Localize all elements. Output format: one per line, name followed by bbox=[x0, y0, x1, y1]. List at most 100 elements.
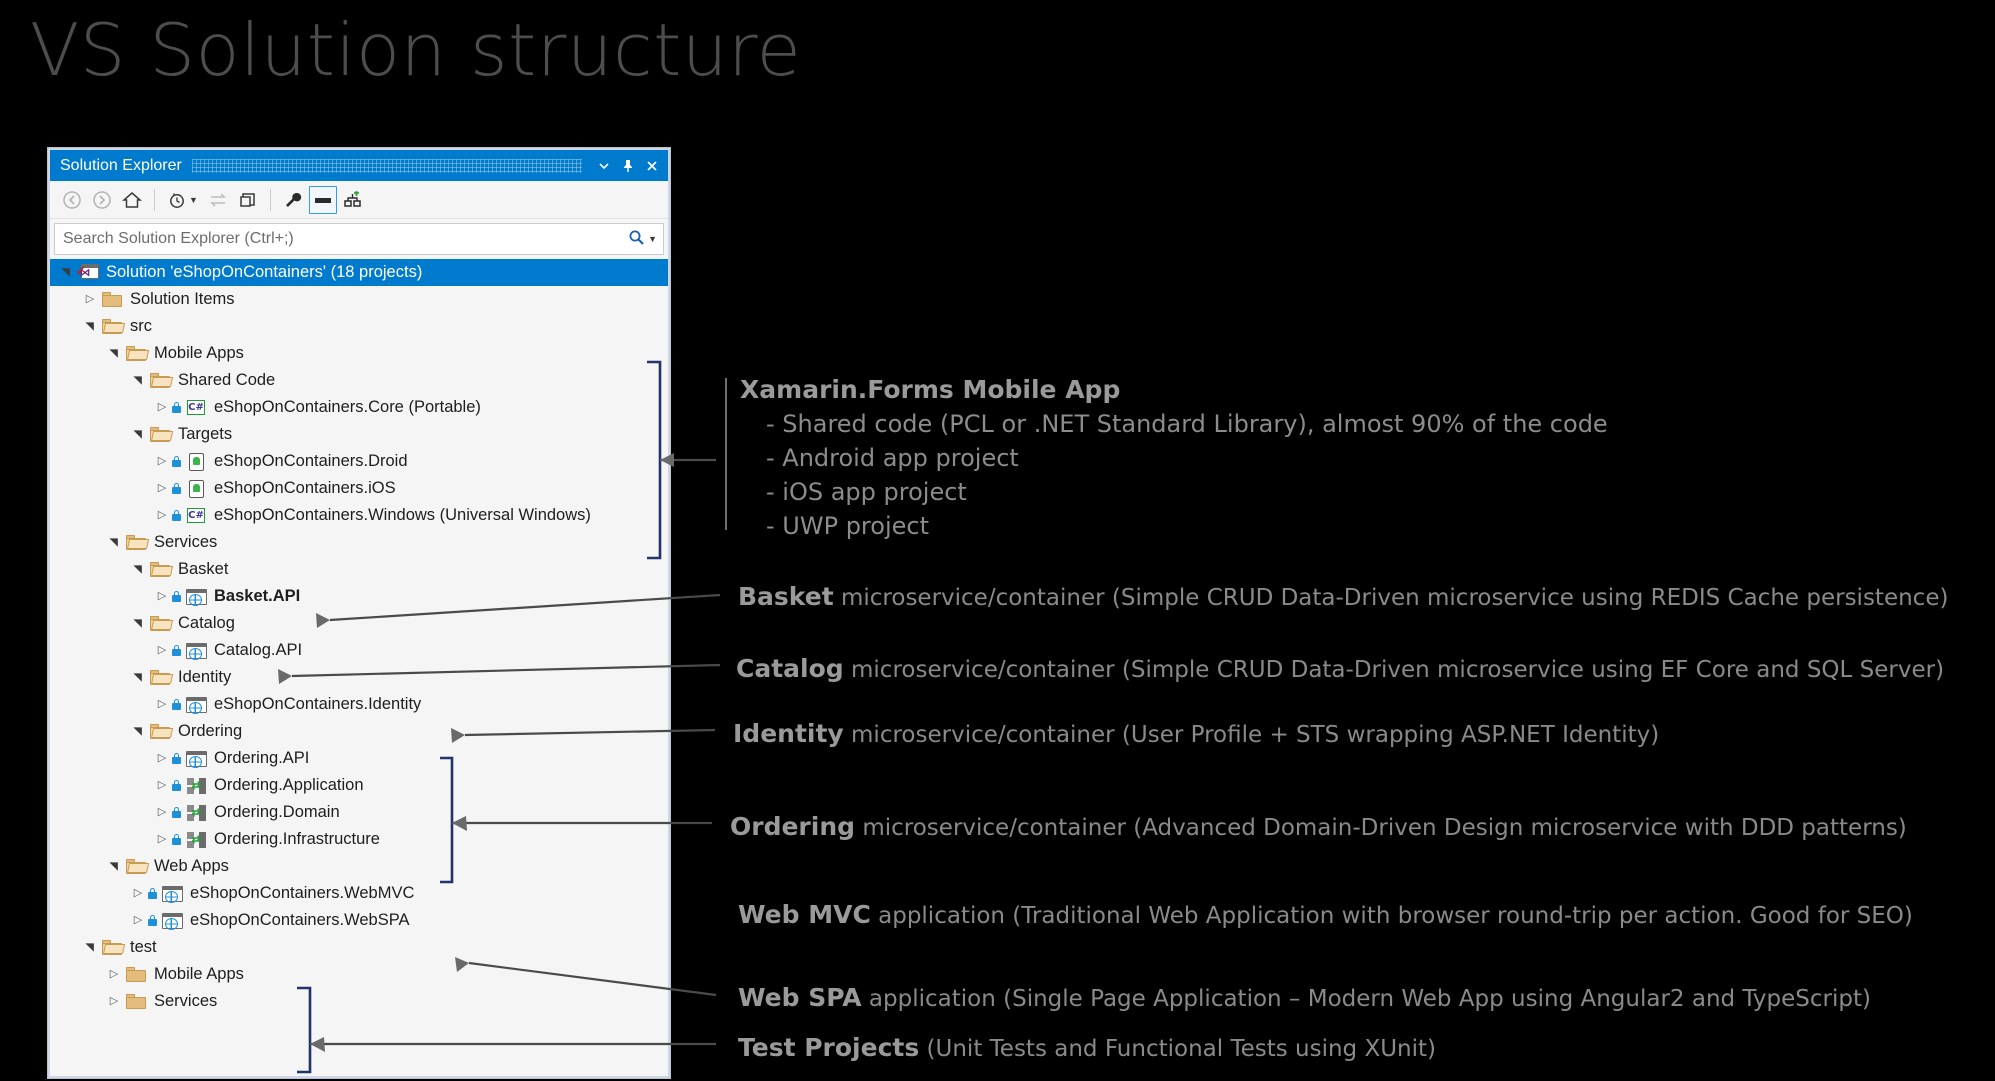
chevron-expanded-icon[interactable]: ◢ bbox=[131, 565, 144, 574]
tree-row[interactable]: ◢ Web Apps bbox=[50, 853, 668, 880]
lock-icon bbox=[172, 753, 183, 764]
chevron-collapsed-icon[interactable]: ▷ bbox=[109, 968, 119, 980]
tree-row[interactable]: ▷eShopOnContainers.WebMVC bbox=[50, 880, 668, 907]
tree-row[interactable]: ▷Catalog.API bbox=[50, 637, 668, 664]
tree-row[interactable]: ◢Services bbox=[50, 529, 668, 556]
tree-row-icon bbox=[124, 967, 148, 982]
annotation-xamarin-bullet: - Shared code (PCL or .NET Standard Libr… bbox=[766, 410, 1608, 438]
chevron-expanded-icon[interactable]: ◢ bbox=[131, 727, 144, 736]
lock-icon bbox=[172, 645, 183, 656]
lock-icon bbox=[172, 834, 183, 845]
solution-explorer-toolbar: ▼ bbox=[50, 181, 668, 219]
tree-row[interactable]: ◢Identity bbox=[50, 664, 668, 691]
chevron-expanded-icon[interactable]: ◢ bbox=[83, 322, 96, 331]
tree-row[interactable]: ◢Basket bbox=[50, 556, 668, 583]
chevron-collapsed-icon[interactable]: ▷ bbox=[157, 401, 167, 413]
tree-row[interactable]: ▷eShopOnContainers.WebSPA bbox=[50, 907, 668, 934]
home-icon[interactable] bbox=[118, 186, 146, 214]
forward-icon[interactable] bbox=[88, 186, 116, 214]
chevron-down-icon[interactable] bbox=[592, 154, 616, 178]
chevron-collapsed-icon[interactable]: ▷ bbox=[157, 698, 167, 710]
folder-open-icon bbox=[150, 616, 170, 631]
chevron-collapsed-icon[interactable]: ▷ bbox=[157, 833, 167, 845]
folder-open-icon bbox=[150, 427, 170, 442]
tree-row[interactable]: ▷Ordering.API bbox=[50, 745, 668, 772]
chevron-collapsed-icon[interactable]: ▷ bbox=[157, 509, 167, 521]
search-bar[interactable]: ▼ bbox=[54, 223, 664, 255]
back-icon[interactable] bbox=[58, 186, 86, 214]
tree-row[interactable]: ▷ eShopOnContainers.Droid bbox=[50, 448, 668, 475]
chevron-collapsed-icon[interactable]: ▷ bbox=[157, 779, 167, 791]
tree-row[interactable]: ▷C#eShopOnContainers.Core (Portable) bbox=[50, 394, 668, 421]
annotation-head: Identity bbox=[733, 719, 844, 748]
tree-row[interactable]: ▷eShopOnContainers.Identity bbox=[50, 691, 668, 718]
view-class-diagram-icon[interactable] bbox=[339, 186, 367, 214]
tree-row-label: Shared Code bbox=[178, 371, 276, 389]
tree-row-icon bbox=[124, 346, 148, 361]
tree-row[interactable]: ▷Solution Items bbox=[50, 286, 668, 313]
tree-row[interactable]: ◢test bbox=[50, 934, 668, 961]
annotation-basket: Basket microservice/container (Simple CR… bbox=[738, 581, 1948, 613]
chevron-expanded-icon[interactable]: ◢ bbox=[107, 349, 120, 358]
preview-selected-items-icon[interactable] bbox=[308, 185, 337, 214]
tree-row[interactable]: ▷⇄Ordering.Application bbox=[50, 772, 668, 799]
chevron-expanded-icon[interactable]: ◢ bbox=[107, 862, 120, 871]
pin-icon[interactable] bbox=[616, 154, 640, 178]
chevron-collapsed-icon[interactable]: ▷ bbox=[109, 995, 119, 1007]
chevron-expanded-icon[interactable]: ◢ bbox=[131, 619, 144, 628]
tree-row-icon bbox=[124, 535, 148, 550]
pending-changes-icon[interactable] bbox=[163, 186, 191, 214]
tree-row-label: Ordering.Domain bbox=[214, 803, 340, 821]
tree-row-label: Web Apps bbox=[154, 857, 229, 875]
chevron-expanded-icon[interactable]: ◢ bbox=[83, 943, 96, 952]
show-all-files-icon[interactable] bbox=[234, 186, 262, 214]
chevron-down-icon[interactable]: ▼ bbox=[189, 194, 198, 205]
tree-row[interactable]: ◢Targets bbox=[50, 421, 668, 448]
chevron-collapsed-icon[interactable]: ▷ bbox=[133, 914, 143, 926]
chevron-expanded-icon[interactable]: ◢ bbox=[59, 268, 72, 277]
lock-icon bbox=[172, 483, 183, 494]
folder-open-icon bbox=[126, 535, 146, 550]
chevron-expanded-icon[interactable]: ◢ bbox=[107, 538, 120, 547]
tree-row[interactable]: ▷Services bbox=[50, 988, 668, 1015]
tree-row[interactable]: ◢src bbox=[50, 313, 668, 340]
chevron-collapsed-icon[interactable]: ▷ bbox=[85, 293, 95, 305]
tree-row[interactable]: ◢ Shared Code bbox=[50, 367, 668, 394]
tree-row[interactable]: ◢Catalog bbox=[50, 610, 668, 637]
solution-explorer-titlebar: Solution Explorer bbox=[50, 150, 668, 181]
tree-row[interactable]: ◢Mobile Apps bbox=[50, 340, 668, 367]
lock-icon bbox=[172, 456, 183, 467]
tree-row-icon bbox=[160, 885, 184, 903]
chevron-expanded-icon[interactable]: ◢ bbox=[131, 376, 144, 385]
tree-row[interactable]: ▷eShopOnContainers.iOS bbox=[50, 475, 668, 502]
lock-icon bbox=[172, 699, 183, 710]
chevron-collapsed-icon[interactable]: ▷ bbox=[157, 644, 167, 656]
solution-tree[interactable]: ◢⋈✓Solution 'eShopOnContainers' (18 proj… bbox=[50, 255, 668, 1076]
chevron-collapsed-icon[interactable]: ▷ bbox=[157, 806, 167, 818]
tree-row[interactable]: ▷⇄Ordering.Infrastructure bbox=[50, 826, 668, 853]
chevron-collapsed-icon[interactable]: ▷ bbox=[157, 590, 167, 602]
chevron-down-icon[interactable]: ▼ bbox=[648, 234, 657, 244]
close-icon[interactable] bbox=[640, 154, 664, 178]
chevron-collapsed-icon[interactable]: ▷ bbox=[157, 455, 167, 467]
chevron-collapsed-icon[interactable]: ▷ bbox=[157, 752, 167, 764]
web-project-icon bbox=[185, 750, 207, 768]
chevron-collapsed-icon[interactable]: ▷ bbox=[157, 482, 167, 494]
tree-row[interactable]: ◢⋈✓Solution 'eShopOnContainers' (18 proj… bbox=[50, 259, 668, 286]
tree-row[interactable]: ▷⇄Ordering.Domain bbox=[50, 799, 668, 826]
tree-row[interactable]: ▷C#eShopOnContainers.Windows (Universal … bbox=[50, 502, 668, 529]
tree-row[interactable]: ▷Basket.API bbox=[50, 583, 668, 610]
annotation-xamarin-bullet: - iOS app project bbox=[766, 478, 967, 506]
search-icon[interactable] bbox=[628, 229, 645, 250]
tree-row[interactable]: ◢Ordering bbox=[50, 718, 668, 745]
properties-wrench-icon[interactable] bbox=[279, 186, 307, 214]
annotation-head: Test Projects bbox=[738, 1033, 920, 1062]
search-input[interactable] bbox=[63, 230, 629, 248]
sync-with-active-document-icon[interactable] bbox=[204, 186, 232, 214]
tree-row[interactable]: ▷Mobile Apps bbox=[50, 961, 668, 988]
chevron-expanded-icon[interactable]: ◢ bbox=[131, 673, 144, 682]
tree-row-label: eShopOnContainers.Droid bbox=[214, 452, 408, 470]
chevron-collapsed-icon[interactable]: ▷ bbox=[133, 887, 143, 899]
chevron-expanded-icon[interactable]: ◢ bbox=[131, 430, 144, 439]
tree-row-icon bbox=[184, 452, 208, 471]
